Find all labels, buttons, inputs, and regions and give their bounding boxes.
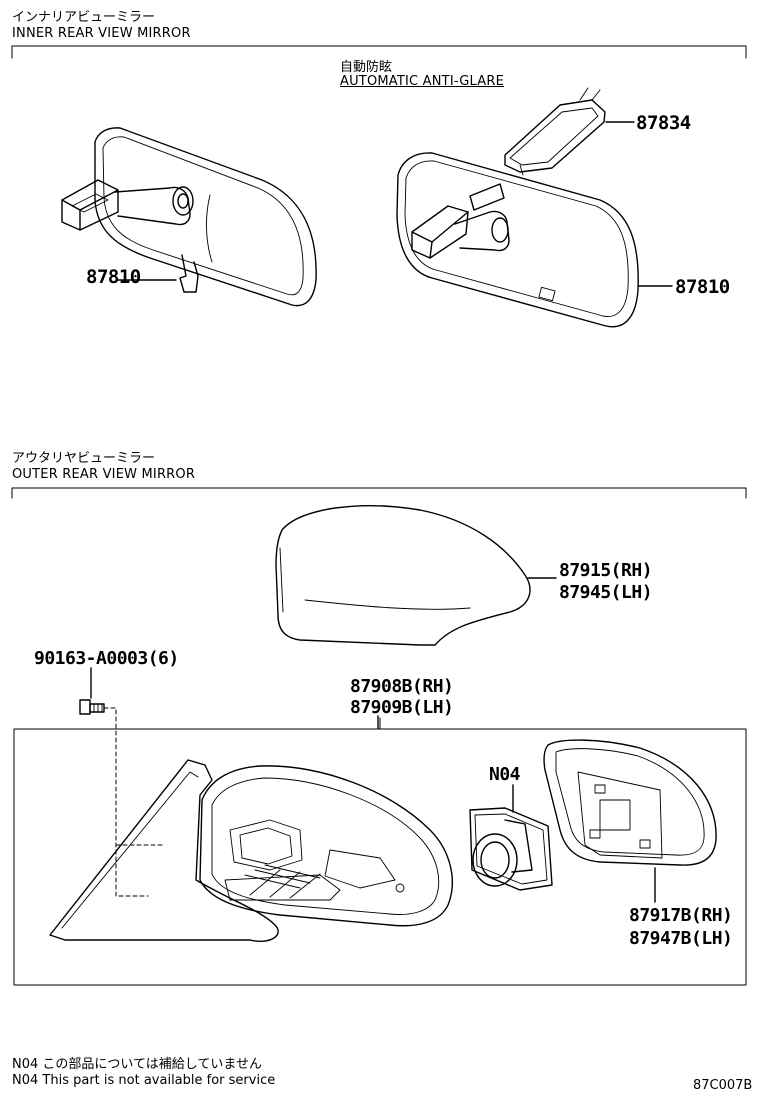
- mirror-housing-drawing[interactable]: [199, 715, 454, 927]
- part-number-87908b-rh[interactable]: 87908B(RH): [350, 676, 454, 697]
- part-number-n04[interactable]: N04: [489, 764, 521, 785]
- outer-section-title-en: OUTER REAR VIEW MIRROR: [12, 467, 196, 482]
- part-number-87909b-lh[interactable]: 87909B(LH): [350, 697, 454, 718]
- assembly-frame: [13, 717, 747, 986]
- service-note-en: N04 This part is not available for servi…: [12, 1073, 276, 1088]
- inner-section-title-en: INNER REAR VIEW MIRROR: [12, 26, 191, 41]
- mirror-base-drawing[interactable]: [49, 759, 279, 942]
- auto-anti-glare-label-jp: 自動防眩: [340, 60, 393, 75]
- motor-n04-drawing[interactable]: [469, 784, 553, 891]
- service-note-jp: N04 この部品については補給していません: [12, 1057, 262, 1072]
- inner-mirror-right-drawing[interactable]: [396, 87, 673, 328]
- part-number-87917b-rh[interactable]: 87917B(RH): [629, 905, 733, 926]
- mirror-glass-drawing[interactable]: [543, 739, 717, 903]
- auto-anti-glare-label-en: AUTOMATIC ANTI-GLARE: [340, 74, 504, 89]
- mirror-cover-drawing[interactable]: [275, 505, 557, 646]
- part-number-87834[interactable]: 87834: [636, 112, 691, 134]
- inner-section-title-jp: インナリアビューミラー: [12, 10, 156, 25]
- screw-drawing[interactable]: [79, 667, 166, 897]
- part-number-87810-left[interactable]: 87810: [86, 266, 141, 288]
- outer-section-title-jp: アウタリヤビューミラー: [12, 451, 156, 466]
- inner-section-frame: [11, 45, 747, 59]
- part-number-87947b-lh[interactable]: 87947B(LH): [629, 928, 733, 949]
- part-number-87915-rh[interactable]: 87915(RH): [559, 560, 653, 581]
- part-number-87810-right[interactable]: 87810: [675, 276, 730, 298]
- diagram-code: 87C007B: [693, 1078, 753, 1093]
- outer-section-frame: [11, 487, 747, 499]
- part-number-90163-a0003[interactable]: 90163-A0003(6): [34, 648, 179, 669]
- part-number-87945-lh[interactable]: 87945(LH): [559, 582, 653, 603]
- inner-mirror-left-drawing[interactable]: [61, 127, 317, 307]
